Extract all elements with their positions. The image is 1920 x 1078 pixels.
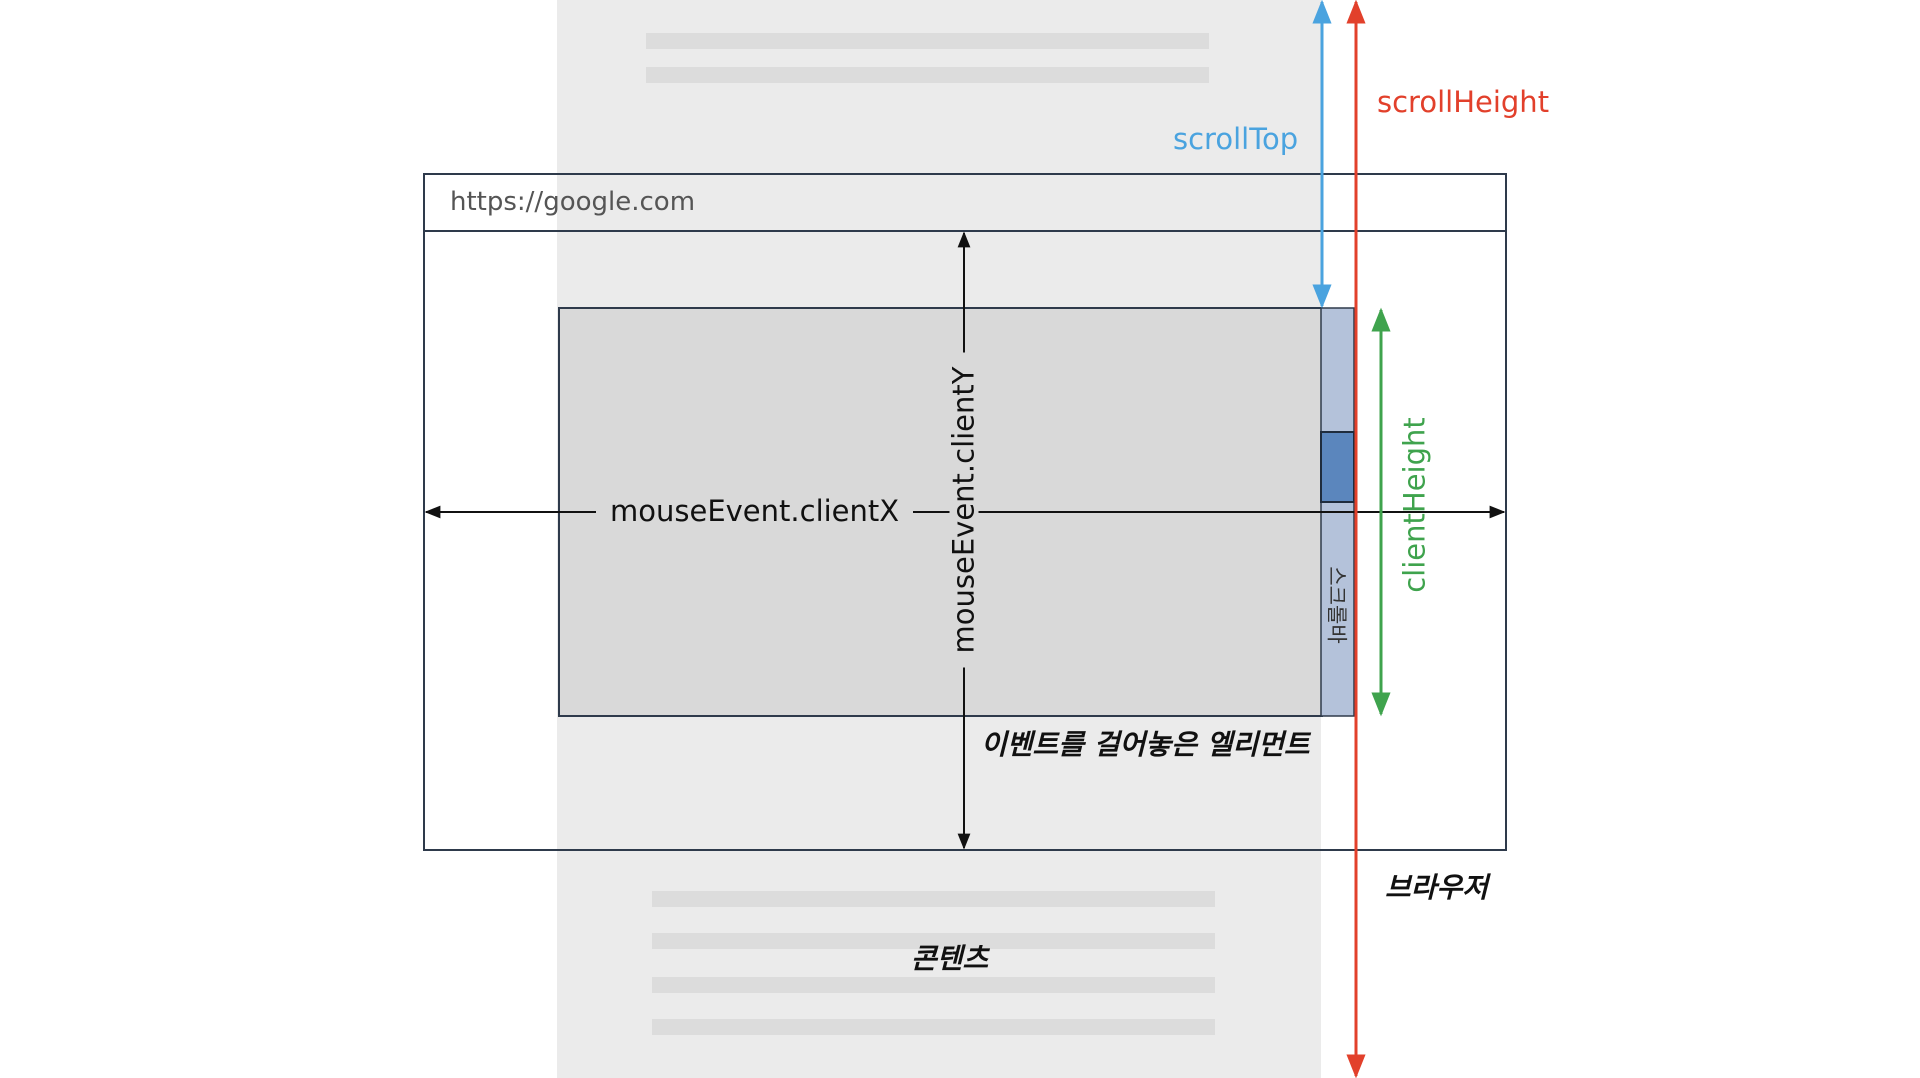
content-placeholder-line	[646, 67, 1209, 83]
content-placeholder-line	[652, 977, 1215, 993]
content-placeholder-line	[646, 33, 1209, 49]
element-caption: 이벤트를 걸어놓은 엘리먼트	[981, 728, 1310, 761]
scrollbar-thumb[interactable]	[1320, 431, 1355, 503]
scroll-top-label: scrollTop	[1173, 122, 1299, 156]
client-height-label: clientHeight	[1397, 417, 1432, 593]
scrollbar-label: 스크롤바	[1324, 566, 1349, 644]
client-x-label: mouseEvent.clientX	[596, 497, 914, 526]
address-bar-url[interactable]: https://google.com	[450, 187, 696, 217]
content-caption: 콘텐츠	[911, 942, 989, 975]
content-placeholder-line	[652, 1019, 1215, 1035]
client-y-label: mouseEvent.clientY	[947, 352, 981, 668]
browser-caption: 브라우저	[1385, 871, 1489, 904]
content-placeholder-line	[652, 933, 1215, 949]
scroll-height-label: scrollHeight	[1377, 85, 1550, 119]
content-placeholder-line	[652, 891, 1215, 907]
address-bar[interactable]	[423, 173, 1507, 232]
